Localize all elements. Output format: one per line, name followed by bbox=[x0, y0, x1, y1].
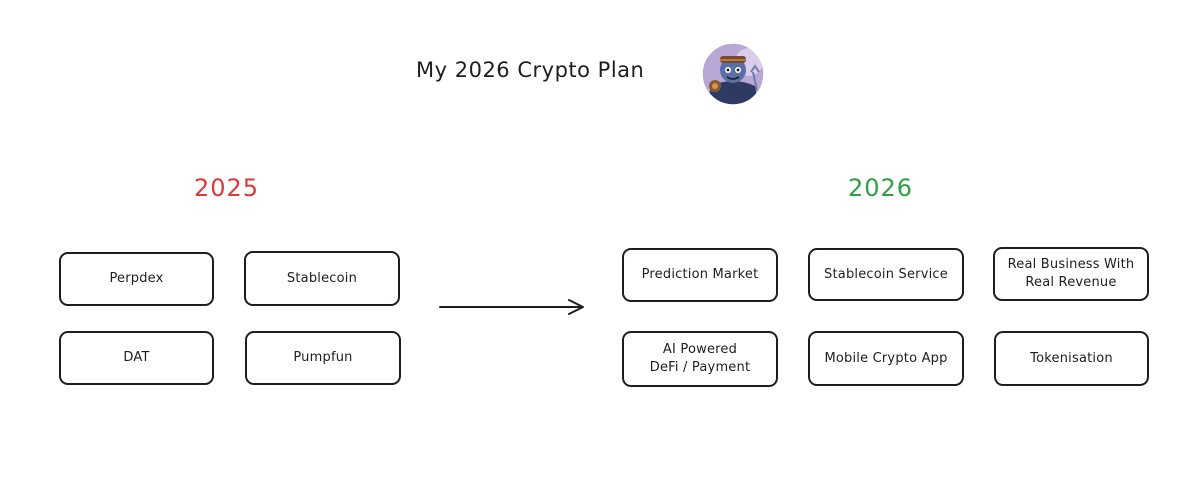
year-2026-heading: 2026 bbox=[848, 174, 914, 202]
box-real-business: Real Business With Real Revenue bbox=[993, 247, 1149, 301]
year-2025-heading: 2025 bbox=[194, 174, 260, 202]
box-ai-powered-defi: AI Powered DeFi / Payment bbox=[622, 331, 778, 387]
character-avatar-icon bbox=[701, 42, 765, 106]
box-tokenisation: Tokenisation bbox=[994, 331, 1149, 386]
box-label: Pumpfun bbox=[293, 350, 353, 365]
box-prediction-market: Prediction Market bbox=[622, 248, 778, 302]
box-stablecoin: Stablecoin bbox=[244, 251, 400, 306]
box-label: Perpdex bbox=[109, 271, 164, 286]
box-label: Stablecoin Service bbox=[824, 266, 948, 282]
box-label: Mobile Crypto App bbox=[824, 350, 948, 366]
box-perpdex: Perpdex bbox=[59, 252, 214, 306]
box-label: DAT bbox=[123, 350, 150, 365]
box-pumpfun: Pumpfun bbox=[245, 331, 401, 385]
box-mobile-crypto-app: Mobile Crypto App bbox=[808, 331, 964, 386]
box-label: Tokenisation bbox=[1030, 350, 1113, 366]
box-dat: DAT bbox=[59, 331, 214, 385]
box-stablecoin-service: Stablecoin Service bbox=[808, 248, 964, 301]
box-label: Stablecoin bbox=[286, 270, 358, 286]
box-label: Real Business With Real Revenue bbox=[1007, 257, 1135, 290]
box-label: Prediction Market bbox=[641, 267, 759, 282]
right-arrow-icon bbox=[439, 299, 584, 315]
diagram-title: My 2026 Crypto Plan bbox=[416, 58, 645, 82]
box-label: AI Powered DeFi / Payment bbox=[649, 342, 751, 375]
